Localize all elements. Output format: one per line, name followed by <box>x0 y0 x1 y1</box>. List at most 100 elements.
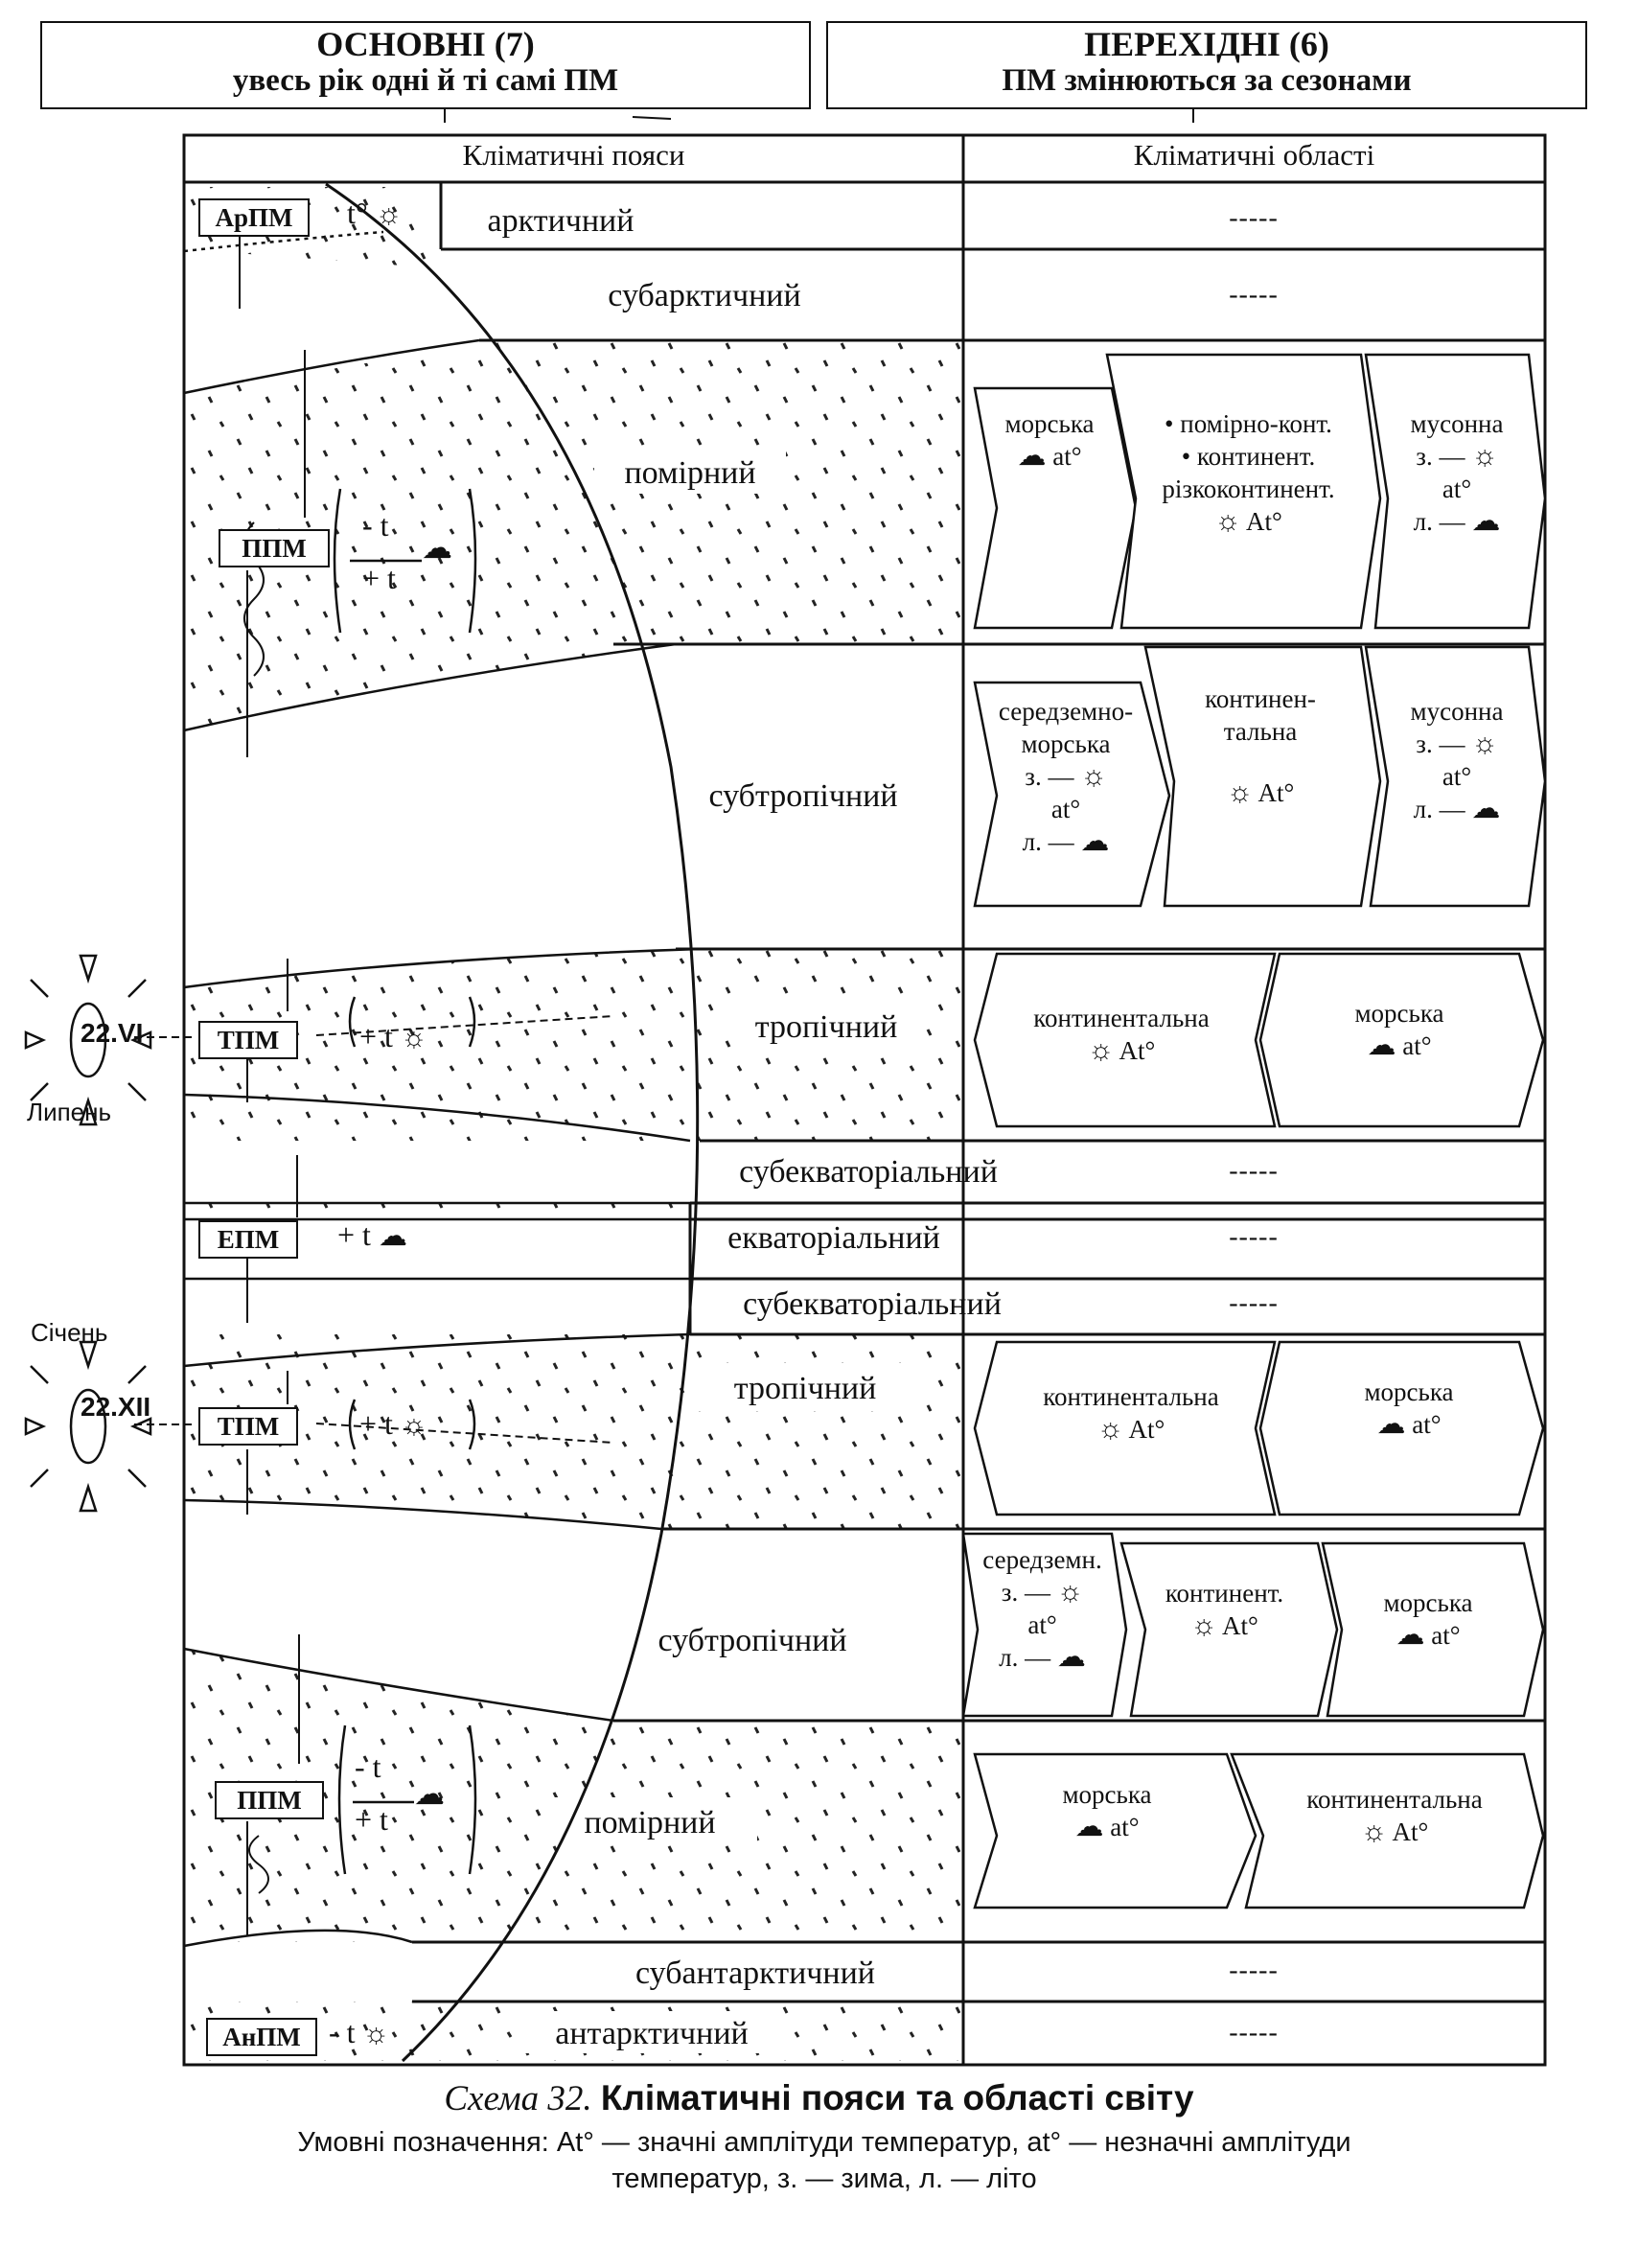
no-regions-subarctic: ----- <box>1229 280 1279 310</box>
sun-and-rain-icon: ☁ <box>414 1776 445 1811</box>
transitional-belts-subtitle: ПМ змінюються за сезонами <box>1002 63 1412 98</box>
no-regions-antarctic: ----- <box>1229 2018 1279 2048</box>
region-name: морська <box>1004 409 1095 438</box>
region-name: континен- <box>1205 684 1316 713</box>
basic-belts-title: ОСНОВНІ (7) <box>316 25 535 63</box>
zone-tropical-south: тропічний <box>733 1371 877 1406</box>
region-tropical-south-maritime: морська ☁ at° <box>1299 1376 1519 1441</box>
region-name: морська <box>1383 1588 1473 1617</box>
zone-subtropical-south: субтропічний <box>658 1623 847 1658</box>
sun-icon: ☼ <box>1226 776 1254 808</box>
region-temperate-south-maritime: морська ☁ at° <box>997 1778 1217 1843</box>
region-temperate-north-continental: • помірно-конт. • континент. різкоконтин… <box>1126 407 1371 538</box>
air-mass-equatorial: ЕПМ <box>198 1220 298 1259</box>
transitional-belts-header: ПЕРЕХІДНІ (6) ПМ змінюються за сезонами <box>826 21 1587 109</box>
zone-subarctic: субарктичний <box>608 278 801 313</box>
region-tropical-north-continental: континентальна ☼ At° <box>987 1002 1256 1067</box>
amplitude-label: at° <box>1110 1813 1140 1841</box>
figure-number: Схема 32. <box>444 2079 592 2118</box>
cloud-icon: ☁ <box>378 1220 407 1252</box>
region-subtropical-south-continental: континент. ☼ At° <box>1131 1577 1318 1642</box>
region-name: морська <box>1354 999 1444 1028</box>
formula-temperate-north-bottom: + t <box>362 561 396 595</box>
amplitude-label: At° <box>1221 1611 1258 1640</box>
no-regions-subequatorial-south: ----- <box>1229 1288 1279 1318</box>
summer-solstice-date: 22.VI <box>81 1018 144 1048</box>
air-mass-temperate-north: ППМ <box>219 529 330 567</box>
cloud-icon: ☁ <box>1376 1408 1406 1440</box>
amplitude-label: At° <box>1128 1415 1165 1444</box>
zone-subequatorial-north: субекваторіальний <box>739 1154 998 1190</box>
amplitude-label: at° <box>1442 474 1472 503</box>
region-subtropical-north-mediterranean: середземно- морська з. — ☼ at° л. — ☁ <box>980 695 1152 858</box>
solstice-arrows <box>134 1015 614 1444</box>
winter-label: з. — <box>1001 1578 1050 1607</box>
formula-temperate-south-top: - t <box>355 1749 381 1784</box>
zone-tropical-north: тропічний <box>754 1009 898 1045</box>
climatic-belts-column-header: Кліматичні пояси <box>462 138 685 172</box>
region-temperate-south-continental: континентальна ☼ At° <box>1256 1783 1534 1848</box>
region-name: • континент. <box>1181 442 1316 471</box>
cloud-icon: ☁ <box>1396 1619 1425 1651</box>
region-name: континентальна <box>1306 1785 1483 1814</box>
no-regions-subequatorial-north: ----- <box>1229 1156 1279 1186</box>
amplitude-label: At° <box>1392 1817 1429 1846</box>
sun-icon: ☼ <box>375 198 403 230</box>
no-regions-equatorial: ----- <box>1229 1222 1279 1252</box>
formula-brackets <box>333 488 477 1875</box>
zone-arctic: арктичний <box>487 203 634 239</box>
summer-label: л. — <box>1413 507 1465 536</box>
no-regions-arctic: ----- <box>1229 203 1279 233</box>
region-name: мусонна <box>1410 697 1504 726</box>
region-name: морська <box>1364 1377 1454 1406</box>
sun-icon: ☼ <box>1056 1576 1084 1608</box>
formula-arctic: t° ☼ <box>347 196 402 231</box>
globe-arc <box>325 182 700 2063</box>
legend: Умовні позначення: At° — значні амплітуд… <box>115 2124 1534 2197</box>
amplitude-label: at° <box>1402 1031 1432 1060</box>
basic-belts-header: ОСНОВНІ (7) увесь рік одні й ті самі ПМ <box>40 21 811 109</box>
region-name: середземно- <box>998 697 1134 726</box>
region-name: континент. <box>1165 1579 1284 1608</box>
region-tropical-south-continental: континентальна ☼ At° <box>997 1380 1265 1446</box>
zone-temperate-north: помірний <box>624 455 756 491</box>
region-subtropical-north-monsoon: мусонна з. — ☼ at° л. — ☁ <box>1380 695 1534 825</box>
amplitude-label: At° <box>1257 778 1295 807</box>
air-mass-tropical-south: ТПМ <box>198 1407 298 1446</box>
amplitude-label: at° <box>1050 795 1081 823</box>
formula-temperate-south-bottom: + t <box>355 1802 388 1837</box>
zone-temperate-south: помірний <box>584 1805 716 1840</box>
row-dividers <box>412 182 1545 2003</box>
formula-tropical-south: + t ☼ <box>359 1406 427 1442</box>
amplitude-label: at° <box>1431 1621 1461 1650</box>
region-subtropical-south-maritime: морська ☁ at° <box>1337 1586 1519 1652</box>
region-subtropical-south-mediterranean: середземн. з. — ☼ at° л. — ☁ <box>963 1543 1121 1674</box>
amplitude-label: at° <box>1412 1410 1442 1439</box>
winter-label: з. — <box>1025 762 1074 791</box>
legend-line-1: Умовні позначення: At° — значні амплітуд… <box>297 2127 1351 2158</box>
zone-subequatorial-south: субекваторіальний <box>743 1286 1002 1322</box>
air-mass-antarctic: АнПМ <box>206 2018 317 2056</box>
cloud-icon: ☁ <box>1017 440 1047 472</box>
region-tropical-north-maritime: морська ☁ at° <box>1284 997 1514 1062</box>
air-mass-temperate-south: ППМ <box>215 1781 324 1819</box>
cloud-icon: ☁ <box>1367 1030 1396 1061</box>
region-name: середземн. <box>982 1545 1102 1574</box>
sun-icon: ☼ <box>362 2018 390 2049</box>
region-temperate-north-monsoon: мусонна з. — ☼ at° л. — ☁ <box>1380 407 1534 538</box>
formula-tropical-south-text: + t <box>359 1406 393 1441</box>
formula-antarctic-text: - t <box>329 2015 356 2049</box>
region-name: морська <box>1062 1780 1152 1809</box>
no-regions-subantarctic: ----- <box>1229 1956 1279 1985</box>
sun-icon: ☼ <box>1214 505 1241 537</box>
sun-icon: ☼ <box>1471 440 1498 472</box>
region-name: мусонна <box>1410 409 1504 438</box>
region-subtropical-north-continental: континен- тальна ☼ At° <box>1165 683 1356 809</box>
formula-tropical-north-text: + t <box>359 1019 393 1053</box>
formula-equatorial: + t ☁ <box>337 1217 407 1253</box>
region-name: континентальна <box>1033 1004 1210 1032</box>
formula-arctic-text: t° <box>347 196 368 230</box>
region-name: різкоконтинент. <box>1162 474 1335 503</box>
formula-tropical-north: + t ☼ <box>359 1019 427 1054</box>
sun-icon: ☼ <box>400 1409 427 1441</box>
